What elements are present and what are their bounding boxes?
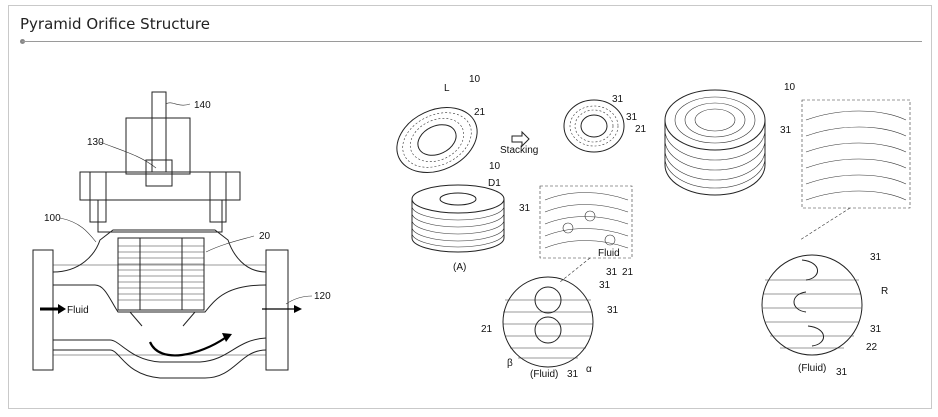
right-label-10: 10 [784,82,796,93]
valve-stem [151,91,167,173]
label-120: 120 [314,291,331,302]
large-stack [664,89,766,196]
label-100: 100 [44,213,61,224]
plate-label-31b: 31 [612,94,624,105]
label-20: 20 [259,231,271,242]
stacking-arrow [511,130,530,148]
plate-label-21d: 21 [481,324,493,335]
right-label-31a: 31 [780,125,792,136]
right-label-22: 22 [866,342,878,353]
plate-label-31g: 31 [567,369,579,380]
plate-label-beta: β [507,358,513,369]
plate-label-31d: 31 [606,267,618,278]
label-fluid: Fluid [67,305,89,316]
plate-label-10b: 10 [489,161,501,172]
left-bolt [89,171,107,223]
label-140: 140 [194,100,211,111]
single-disc [396,107,478,173]
plate-label-fluid: Fluid [598,248,620,259]
detail-box [539,185,633,259]
disc-stack [411,184,505,253]
right-detail-box [801,99,911,209]
valve-body [52,229,267,273]
orifice-stack [117,237,205,327]
plate-label-21a: 21 [474,107,486,118]
stacking-label: Stacking [500,145,538,156]
right-label-31b: 31 [870,252,882,263]
plate-figures: Stacking [396,74,647,380]
internal-flow-arrow [148,337,226,357]
right-bolt [209,171,227,223]
plate-label-31f: 31 [607,305,619,316]
plate-label-alpha: α [586,364,592,375]
plate-label-31e: 31 [599,280,611,291]
plate-label-l: L [444,83,450,94]
right-label-31d: 31 [836,367,848,378]
figure-caption-a: (A) [453,262,466,273]
small-ring [563,99,625,153]
plate-label-10a: 10 [469,74,481,85]
plate-label-31c: 31 [626,112,638,123]
valve-drawing: 140 130 100 20 120 Fluid [32,91,331,379]
plate-label-31a: 31 [519,203,531,214]
right-label-fluid-paren: (Fluid) [798,363,826,374]
outlet-flange [265,249,289,371]
plate-label-fluid-paren: (Fluid) [530,369,558,380]
right-figure: 10 31 31 R 31 22 (Fluid) 31 [664,82,911,378]
plate-label-d1: D1 [488,178,501,189]
label-130: 130 [87,137,104,148]
page-title: Pyramid Orifice Structure [20,15,210,33]
right-detail-circle [761,254,863,356]
plate-label-21c: 21 [622,267,634,278]
plate-label-21b: 21 [635,124,647,135]
title-divider [22,41,922,42]
right-label-r: R [881,286,888,297]
detail-circle [502,276,594,368]
right-label-31c: 31 [870,324,882,335]
